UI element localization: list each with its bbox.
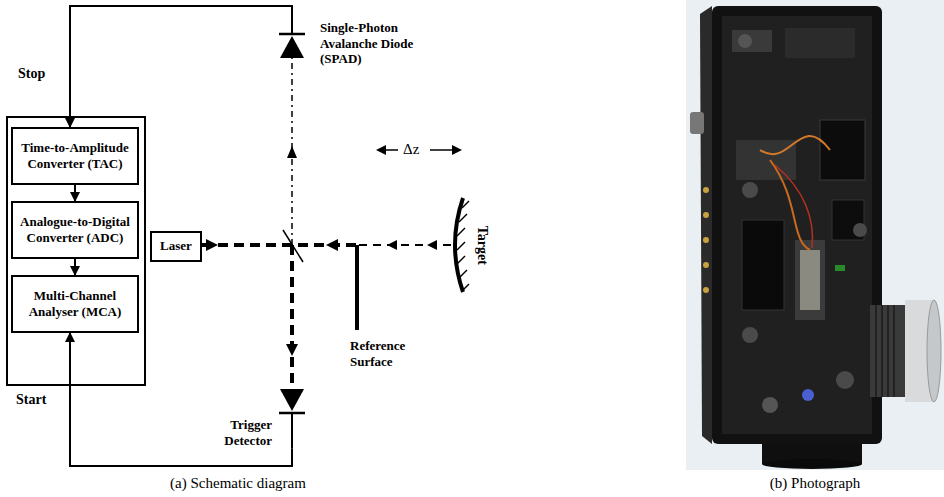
wire	[760, 136, 830, 154]
housing	[712, 6, 882, 444]
signal-wire	[74, 259, 76, 275]
beam-arrow	[427, 240, 437, 250]
node-text: Single-Photon Avalanche Diode (SPAD)	[320, 20, 438, 67]
rib	[893, 305, 895, 397]
node-text: Analogue-to-Digital Converter (ADC)	[16, 214, 134, 247]
optic-mount	[853, 223, 867, 237]
component	[800, 250, 820, 310]
target-hatching	[457, 201, 469, 291]
subfigure-caption: (b) Photograph	[715, 474, 915, 492]
hatch-line	[462, 201, 469, 208]
diode-lead	[291, 413, 293, 448]
part-label: Target	[474, 215, 491, 275]
signal-wire	[70, 333, 292, 466]
beam-arrow	[387, 240, 397, 250]
housing-side	[700, 6, 712, 444]
component	[795, 240, 825, 320]
diode-triangle	[280, 36, 304, 58]
connector	[703, 237, 709, 243]
optic-mount	[762, 397, 778, 413]
beam-arrow	[287, 146, 297, 158]
hatch-line	[457, 228, 465, 236]
signal-label: Start	[16, 392, 46, 409]
component	[835, 265, 845, 271]
return-beam	[359, 244, 452, 246]
wire	[775, 165, 813, 248]
converter-box: Time-to-Amplitude Converter (TAC)	[11, 127, 139, 185]
lens-ribbing	[876, 305, 894, 397]
hatch-line	[459, 214, 467, 222]
wire	[770, 160, 810, 250]
rib	[875, 305, 877, 397]
component	[785, 28, 855, 58]
lens-barrel	[870, 305, 910, 397]
node-text: Time-to-Amplitude Converter (TAC)	[16, 140, 134, 173]
dimension-arrow	[452, 145, 462, 155]
analyser-box: Multi-Channel Analyser (MCA)	[11, 275, 139, 333]
lens-front	[927, 300, 941, 402]
photograph	[686, 0, 944, 470]
trigger-detector: Trigger Detector	[220, 383, 320, 448]
node-text: Trigger Detector	[220, 383, 272, 448]
signal-wire	[74, 185, 76, 201]
laser-box: Laser	[150, 231, 202, 262]
hatch-line	[457, 242, 465, 250]
optic-mount	[836, 371, 854, 389]
trigger-beam	[290, 245, 294, 383]
part-label: Reference Surface	[350, 338, 430, 369]
photodiode-symbol	[274, 383, 314, 448]
signal-label: Stop	[18, 66, 45, 83]
optic-mount	[732, 30, 772, 52]
laser-block	[742, 220, 784, 310]
connector	[703, 262, 709, 268]
beam-arrow	[206, 239, 218, 251]
signal-wire	[70, 6, 292, 127]
beam-arrow	[326, 239, 338, 251]
subfigure-caption: (a) Schematic diagram	[138, 474, 338, 492]
component	[736, 140, 796, 180]
spad-detector: Single-Photon Avalanche Diode (SPAD)	[274, 20, 444, 67]
diode-lead	[291, 20, 293, 34]
optic-mount	[742, 182, 758, 198]
detector-block	[820, 120, 865, 180]
hatch-line	[462, 284, 469, 291]
optic-mount	[742, 327, 758, 343]
electronics-box	[7, 117, 145, 385]
converter-box: Analogue-to-Digital Converter (ADC)	[11, 201, 139, 259]
node-text: Multi-Channel Analyser (MCA)	[16, 288, 134, 321]
base	[762, 459, 862, 469]
dimension-label: Δz	[403, 140, 433, 158]
node-text: Laser	[152, 238, 200, 255]
knob	[690, 112, 704, 134]
connector	[703, 187, 709, 193]
optic-mount	[738, 34, 752, 48]
connector	[703, 212, 709, 218]
optic-glow	[802, 389, 814, 401]
photo-background	[686, 0, 944, 470]
rib	[887, 305, 889, 397]
rib	[881, 305, 883, 397]
hatch-line	[459, 270, 467, 278]
dimension-arrow	[376, 145, 386, 155]
housing-interior	[722, 16, 872, 434]
beam-arrow	[286, 344, 298, 356]
reference-surface	[355, 245, 359, 330]
connector	[703, 287, 709, 293]
diode-triangle	[280, 389, 304, 411]
photodiode-symbol	[274, 20, 314, 64]
hatch-line	[457, 256, 465, 264]
